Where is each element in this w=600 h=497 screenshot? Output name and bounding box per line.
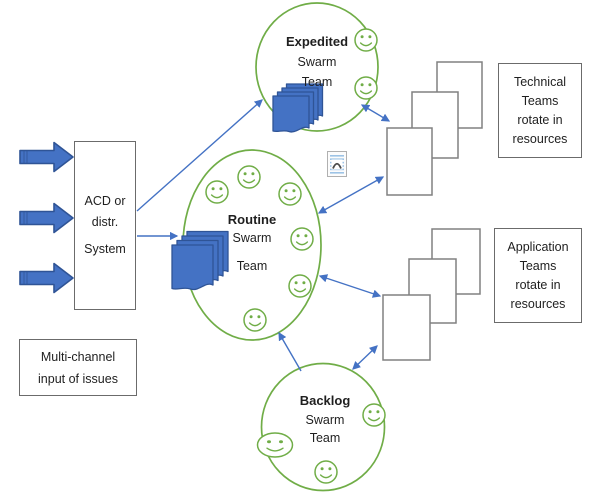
connector-routine-technical: [317, 176, 385, 214]
embedded-object-placeholder-icon: [327, 151, 347, 177]
smiley-face-icon: [237, 165, 261, 189]
technical-line-1: Technical: [513, 74, 567, 89]
paper-card: [386, 127, 433, 196]
connector-expedited-technical: [360, 104, 391, 122]
backlog-line-2: Swarm: [305, 412, 345, 427]
smiley-face-icon: [256, 432, 294, 458]
technical-line-2: Teams: [521, 93, 559, 108]
multichannel-line-1: Multi-channel: [40, 349, 116, 364]
expedited-team-label: Expedited Swarm Team: [257, 32, 377, 92]
multichannel-line-2: input of issues: [38, 371, 118, 386]
acd-line-3: System: [84, 242, 126, 256]
paper-card: [382, 294, 431, 361]
routine-title: Routine: [227, 212, 277, 227]
backlog-title: Backlog: [299, 393, 351, 408]
application-line-1: Application: [507, 239, 569, 254]
connector-backlog-application: [352, 345, 378, 370]
backlog-line-3: Team: [309, 431, 341, 445]
acd-line-1: ACD or: [84, 194, 126, 208]
expedited-title: Expedited: [285, 34, 349, 49]
application-line-4: resources: [510, 296, 566, 311]
expedited-line-3: Team: [301, 75, 333, 89]
routine-line-3: Team: [236, 259, 268, 273]
input-arrow-icon: [19, 202, 74, 234]
multichannel-input-box: Multi-channel input of issues: [19, 339, 137, 396]
backlog-team-label: Backlog Swarm Team: [265, 392, 385, 448]
application-papers-group: [382, 228, 481, 361]
technical-teams-box: Technical Teams rotate in resources: [498, 63, 582, 158]
smiley-face-icon: [278, 182, 302, 206]
paper-card: [411, 91, 459, 159]
application-teams-box: Application Teams rotate in resources: [494, 228, 582, 323]
smiley-face-icon: [243, 308, 267, 332]
technical-line-4: resources: [512, 131, 568, 146]
connector-routine-application: [318, 274, 382, 298]
expedited-line-2: Swarm: [297, 55, 337, 69]
routine-team-label: Routine Swarm Team: [192, 210, 312, 276]
backlog-team-ellipse: [260, 362, 386, 492]
smiley-face-icon: [288, 274, 312, 298]
connector-backlog-to-routine: [278, 331, 302, 372]
input-arrow-icon: [19, 262, 74, 294]
input-arrow-icon: [19, 141, 74, 173]
smiley-face-icon: [205, 180, 229, 204]
application-line-2: Teams: [519, 258, 557, 273]
acd-system-box: ACD or distr. System: [74, 141, 136, 310]
smiley-face-icon: [314, 460, 338, 484]
routine-line-2: Swarm: [232, 231, 272, 245]
technical-line-3: rotate in: [517, 112, 563, 127]
connector-acd-to-expedited: [136, 99, 263, 212]
application-line-3: rotate in: [515, 277, 561, 292]
acd-line-2: distr.: [91, 215, 119, 229]
technical-papers-group: [386, 61, 483, 196]
